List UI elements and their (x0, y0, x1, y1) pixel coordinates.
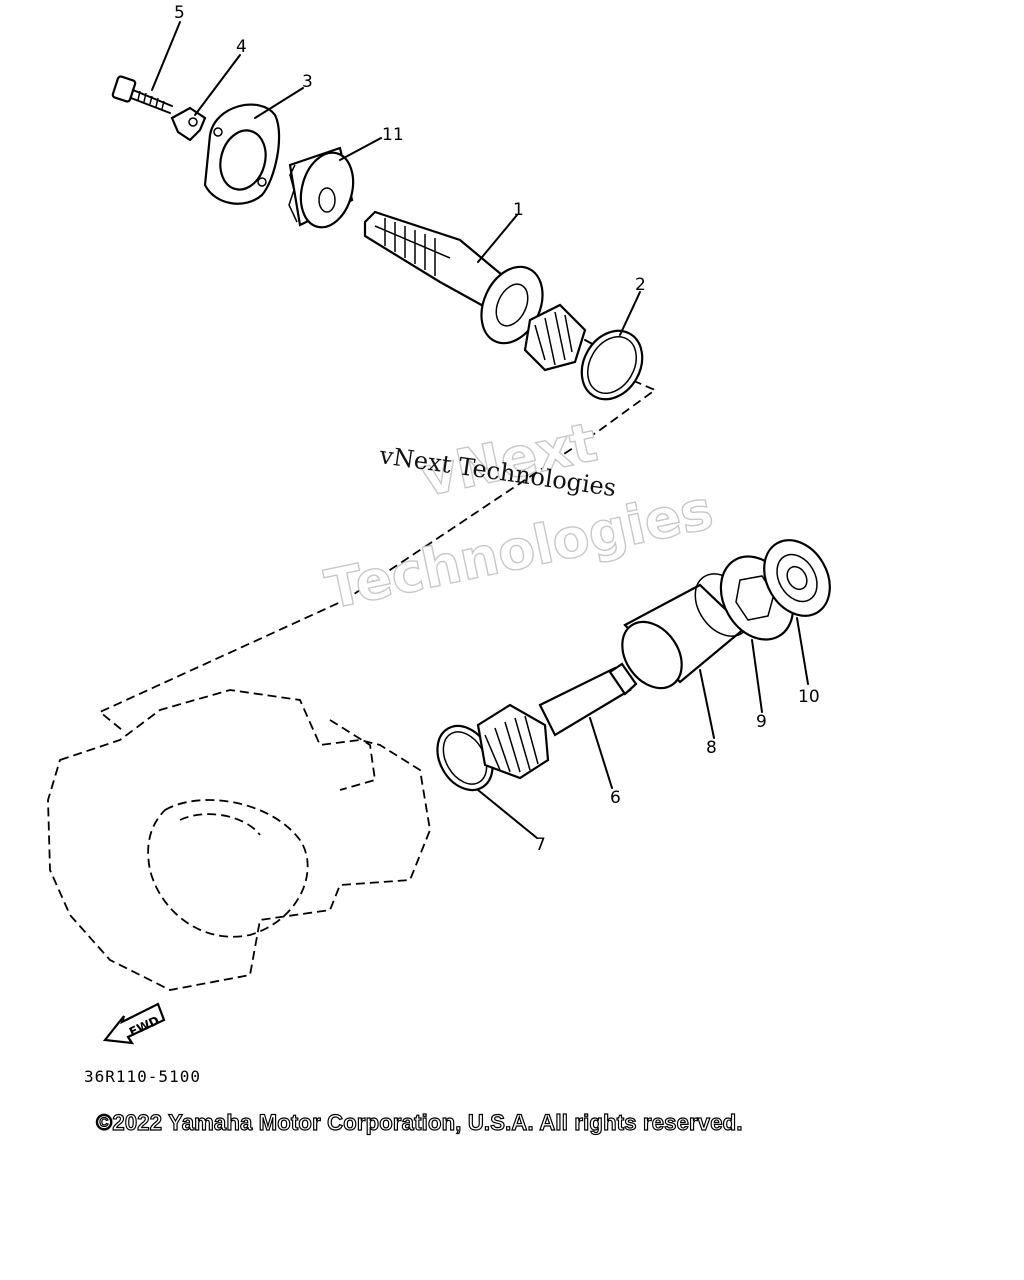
callout-2: 2 (635, 275, 646, 295)
drawing-code: 36R110-5100 (84, 1067, 201, 1086)
part-bearing (763, 539, 831, 617)
callout-3: 3 (302, 72, 313, 92)
callout-10: 10 (798, 687, 820, 707)
callout-8: 8 (706, 738, 717, 758)
part-shim-upper (580, 329, 644, 401)
callout-7: 7 (535, 835, 546, 855)
engine-case-outline (47, 689, 431, 991)
part-bolt (111, 75, 173, 114)
callout-9: 9 (756, 712, 767, 732)
assembly-leader-line (98, 374, 657, 731)
callout-1: 1 (513, 200, 524, 220)
fwd-arrow: FWD (102, 1002, 166, 1045)
callout-leaders (151, 21, 809, 839)
part-stopper-plate (170, 106, 207, 142)
part-collar (288, 146, 355, 229)
part-sleeve (621, 573, 752, 690)
callout-11: 11 (382, 125, 404, 145)
part-driven-shaft (476, 662, 638, 780)
callout-5: 5 (174, 3, 185, 23)
callout-6: 6 (610, 788, 621, 808)
part-retainer-plate (203, 103, 281, 205)
callout-numbers: 5 4 3 11 1 2 6 7 8 9 10 (174, 3, 820, 855)
part-drive-shaft (363, 210, 601, 372)
copyright-notice: ©2022 Yamaha Motor Corporation, U.S.A. A… (95, 1109, 743, 1135)
callout-4: 4 (236, 37, 247, 57)
watermark: vNext Technologies vNext Technologies (319, 410, 719, 623)
watermark-large-line2: Technologies (320, 478, 718, 622)
